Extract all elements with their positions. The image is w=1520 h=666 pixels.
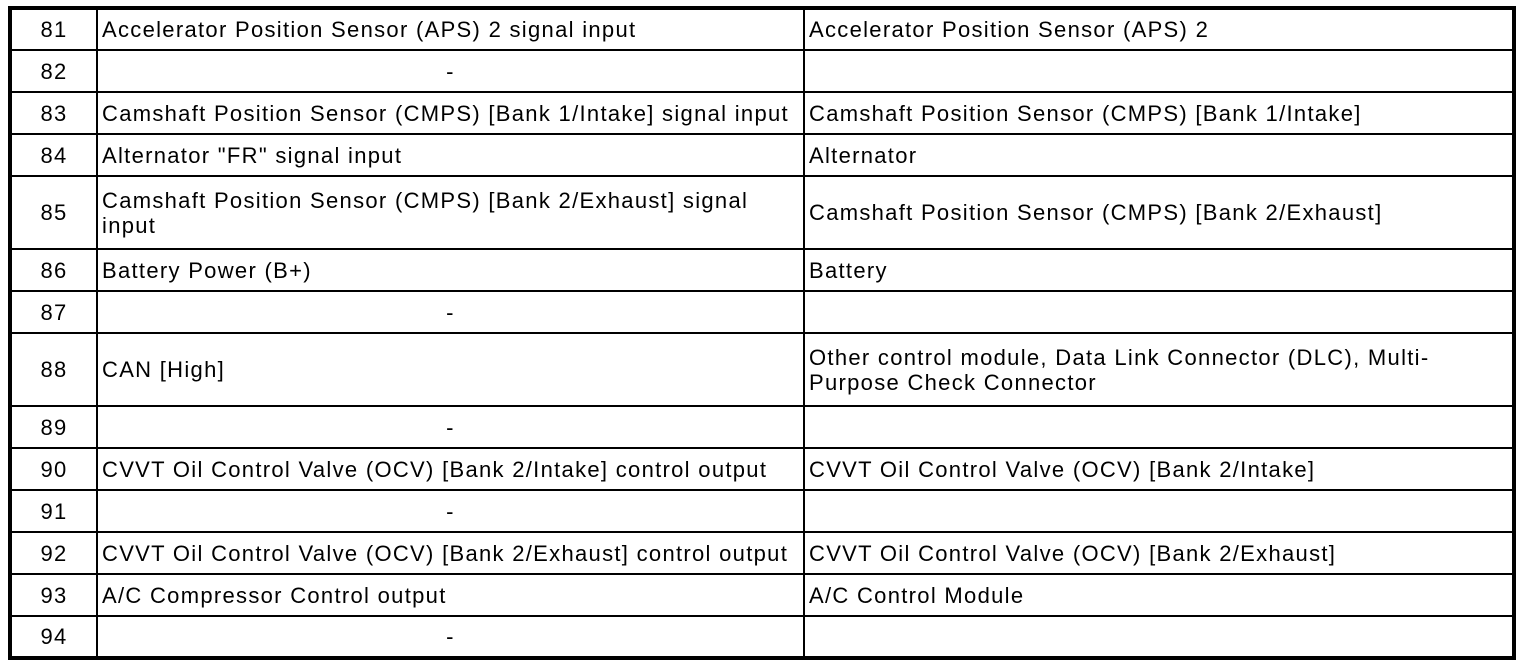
signal-description-cell: - (96, 615, 805, 659)
pin-number-cell: 88 (9, 332, 98, 407)
pin-number-cell: 91 (9, 489, 98, 533)
signal-description-cell: Camshaft Position Sensor (CMPS) [Bank 1/… (96, 91, 805, 135)
table-row: 81 Accelerator Position Sensor (APS) 2 s… (9, 7, 1515, 51)
pin-number-cell: 92 (9, 531, 98, 575)
signal-description-cell: Battery Power (B+) (96, 248, 805, 292)
pinout-table-body: 81 Accelerator Position Sensor (APS) 2 s… (9, 7, 1515, 659)
pin-number-cell: 85 (9, 175, 98, 250)
pin-number-cell: 87 (9, 290, 98, 334)
table-row: 90 CVVT Oil Control Valve (OCV) [Bank 2/… (9, 447, 1515, 491)
table-row: 88 CAN [High] Other control module, Data… (9, 332, 1515, 407)
pin-number-cell: 81 (9, 7, 98, 51)
signal-description-cell: Camshaft Position Sensor (CMPS) [Bank 2/… (96, 175, 805, 250)
pin-number-cell: 90 (9, 447, 98, 491)
signal-description-cell: CVVT Oil Control Valve (OCV) [Bank 2/Int… (96, 447, 805, 491)
connected-component-cell (803, 489, 1515, 533)
connected-component-cell (803, 405, 1515, 449)
signal-description-cell: - (96, 290, 805, 334)
pin-number-cell: 83 (9, 91, 98, 135)
table-row: 93 A/C Compressor Control output A/C Con… (9, 573, 1515, 617)
connected-component-cell: Camshaft Position Sensor (CMPS) [Bank 1/… (803, 91, 1515, 135)
connected-component-cell: Other control module, Data Link Connecto… (803, 332, 1515, 407)
connected-component-cell: Battery (803, 248, 1515, 292)
connected-component-cell (803, 290, 1515, 334)
pin-number-cell: 84 (9, 133, 98, 177)
connected-component-cell: A/C Control Module (803, 573, 1515, 617)
signal-description-cell: - (96, 489, 805, 533)
connector-pinout-table: 81 Accelerator Position Sensor (APS) 2 s… (8, 6, 1516, 660)
pin-number-cell: 86 (9, 248, 98, 292)
pin-number-cell: 89 (9, 405, 98, 449)
connected-component-cell: CVVT Oil Control Valve (OCV) [Bank 2/Exh… (803, 531, 1515, 575)
table-row: 87 - (9, 290, 1515, 334)
table-row: 92 CVVT Oil Control Valve (OCV) [Bank 2/… (9, 531, 1515, 575)
table-row: 89 - (9, 405, 1515, 449)
connected-component-cell (803, 615, 1515, 659)
table-row: 86 Battery Power (B+) Battery (9, 248, 1515, 292)
table-row: 91 - (9, 489, 1515, 533)
signal-description-cell: A/C Compressor Control output (96, 573, 805, 617)
connected-component-cell (803, 49, 1515, 93)
signal-description-cell: - (96, 49, 805, 93)
connected-component-cell: Camshaft Position Sensor (CMPS) [Bank 2/… (803, 175, 1515, 250)
connected-component-cell: CVVT Oil Control Valve (OCV) [Bank 2/Int… (803, 447, 1515, 491)
table-row: 94 - (9, 615, 1515, 659)
table-row: 83 Camshaft Position Sensor (CMPS) [Bank… (9, 91, 1515, 135)
signal-description-cell: CAN [High] (96, 332, 805, 407)
table-row: 84 Alternator "FR" signal input Alternat… (9, 133, 1515, 177)
signal-description-cell: CVVT Oil Control Valve (OCV) [Bank 2/Exh… (96, 531, 805, 575)
signal-description-cell: Alternator "FR" signal input (96, 133, 805, 177)
table-row: 85 Camshaft Position Sensor (CMPS) [Bank… (9, 175, 1515, 250)
connected-component-cell: Alternator (803, 133, 1515, 177)
signal-description-cell: - (96, 405, 805, 449)
pin-number-cell: 94 (9, 615, 98, 659)
pin-number-cell: 82 (9, 49, 98, 93)
table-row: 82 - (9, 49, 1515, 93)
signal-description-cell: Accelerator Position Sensor (APS) 2 sign… (96, 7, 805, 51)
connected-component-cell: Accelerator Position Sensor (APS) 2 (803, 7, 1515, 51)
pin-number-cell: 93 (9, 573, 98, 617)
